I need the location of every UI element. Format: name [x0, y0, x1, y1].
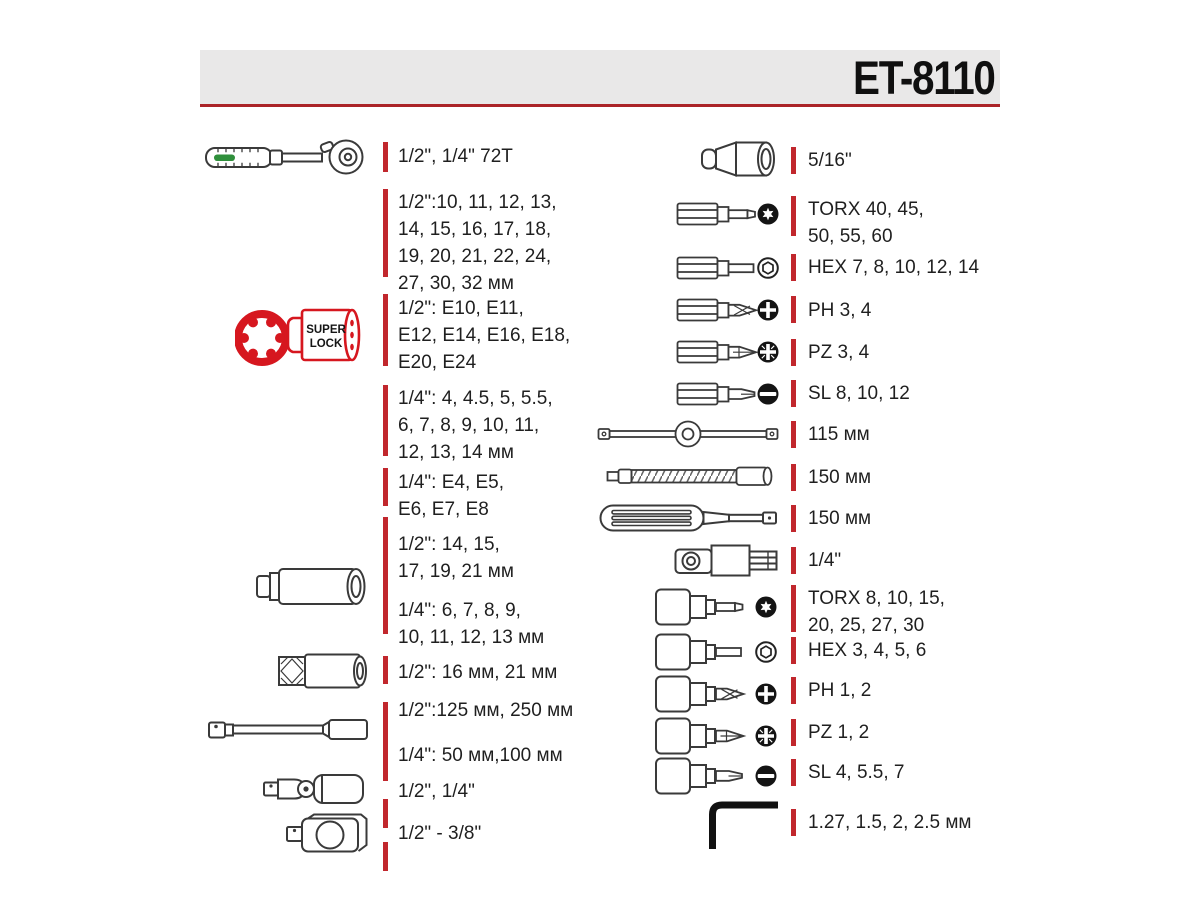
pz-bit-socket-icon: [654, 714, 779, 759]
red-separator: [791, 254, 796, 281]
item-spec: 115 мм: [808, 424, 870, 445]
socket-adapter-icon: [285, 813, 369, 855]
item-spec: SL 8, 10, 12: [808, 383, 910, 404]
flexible-extension-icon: [606, 462, 779, 490]
red-separator: [383, 468, 388, 506]
item-spec: 1/2": 16 мм, 21 мм: [398, 662, 558, 683]
super-lock-socket-icon: SUPER LOCK: [235, 302, 370, 368]
item-spec: HEX 7, 8, 10, 12, 14: [808, 257, 980, 278]
red-separator: [383, 142, 388, 172]
red-separator: [791, 339, 796, 366]
hex-key-icon: [700, 798, 780, 850]
item-spec: SL 4, 5.5, 7: [808, 762, 905, 783]
hex-bit-socket-icon: [654, 630, 779, 675]
red-separator: [791, 637, 796, 664]
sl-bit-socket-icon: [654, 754, 779, 799]
universal-joint-icon: [262, 770, 369, 808]
ph-bit-icon: [676, 296, 780, 324]
item-spec: 1/4": E4, E5, E6, E7, E8: [398, 472, 505, 520]
item-spec: 1/4": 4, 4.5, 5, 5.5, 6, 7, 8, 9, 10, 11…: [398, 388, 553, 463]
item-spec: 1/2":125 мм, 250 мм: [398, 700, 574, 721]
item-spec: 1.27, 1.5, 2, 2.5 мм: [808, 812, 972, 833]
red-separator: [791, 677, 796, 704]
torx-bit-socket-icon: [654, 585, 779, 630]
red-separator: [383, 656, 388, 684]
red-separator: [383, 702, 388, 781]
red-separator: [791, 809, 796, 836]
item-spec: 5/16": [808, 150, 852, 171]
item-spec: 1/2" - 3/8": [398, 823, 482, 844]
header-underline: [200, 104, 1000, 107]
t-bar-icon: [597, 420, 779, 448]
item-spec: 1/4": [808, 550, 842, 571]
red-separator: [791, 196, 796, 236]
red-separator: [383, 517, 388, 634]
socket-5-16-icon: [700, 140, 778, 178]
item-spec: TORX 40, 45, 50, 55, 60: [808, 199, 924, 247]
red-separator: [791, 585, 796, 632]
pz-bit-icon: [676, 338, 780, 366]
item-spec: PZ 3, 4: [808, 342, 870, 363]
red-separator: [791, 547, 796, 574]
super-lock-label-line2: LOCK: [310, 338, 343, 350]
item-spec: 1/2", 1/4" 72T: [398, 146, 513, 167]
ratchet-icon: [204, 135, 376, 179]
item-spec: 1/2": 14, 15, 17, 19, 21 мм: [398, 534, 514, 582]
red-separator: [791, 719, 796, 746]
item-spec: 1/4": 6, 7, 8, 9, 10, 11, 12, 13 мм: [398, 600, 545, 648]
extension-bar-icon: [207, 712, 369, 746]
item-spec: 1/4": 50 мм,100 мм: [398, 745, 563, 766]
red-separator: [791, 421, 796, 448]
item-spec: PH 1, 2: [808, 680, 872, 701]
red-separator: [791, 147, 796, 174]
item-spec: 150 мм: [808, 467, 872, 488]
red-separator: [791, 380, 796, 407]
red-separator: [383, 189, 388, 277]
item-spec: PH 3, 4: [808, 300, 872, 321]
hex-bit-icon: [676, 254, 780, 282]
item-spec: 1/2":10, 11, 12, 13, 14, 15, 16, 17, 18,…: [398, 192, 557, 294]
screwdriver-handle-icon: [599, 502, 780, 534]
super-lock-label-line1: SUPER: [306, 324, 346, 336]
sl-bit-icon: [676, 380, 780, 408]
item-spec: 150 мм: [808, 508, 872, 529]
ph-bit-socket-icon: [654, 672, 779, 717]
item-spec: TORX 8, 10, 15, 20, 25, 27, 30: [808, 588, 945, 636]
red-separator: [791, 464, 796, 491]
red-separator: [383, 799, 388, 828]
header-bar: [200, 50, 1000, 104]
item-spec: 1/2", 1/4": [398, 781, 475, 802]
model-number: ET-8110: [853, 51, 996, 104]
item-spec: 1/2": E10, E11, E12, E14, E16, E18, E20,…: [398, 298, 571, 373]
red-separator: [383, 385, 388, 456]
spark-plug-socket-icon: [277, 652, 369, 690]
item-spec: HEX 3, 4, 5, 6: [808, 640, 927, 661]
red-separator: [791, 296, 796, 323]
red-separator: [383, 842, 388, 871]
deep-socket-icon: [255, 565, 371, 608]
red-separator: [383, 294, 388, 366]
item-spec: PZ 1, 2: [808, 722, 870, 743]
red-separator: [791, 505, 796, 532]
red-separator: [791, 759, 796, 786]
bit-adapter-icon: [674, 544, 779, 577]
torx-bit-icon: [676, 200, 780, 228]
